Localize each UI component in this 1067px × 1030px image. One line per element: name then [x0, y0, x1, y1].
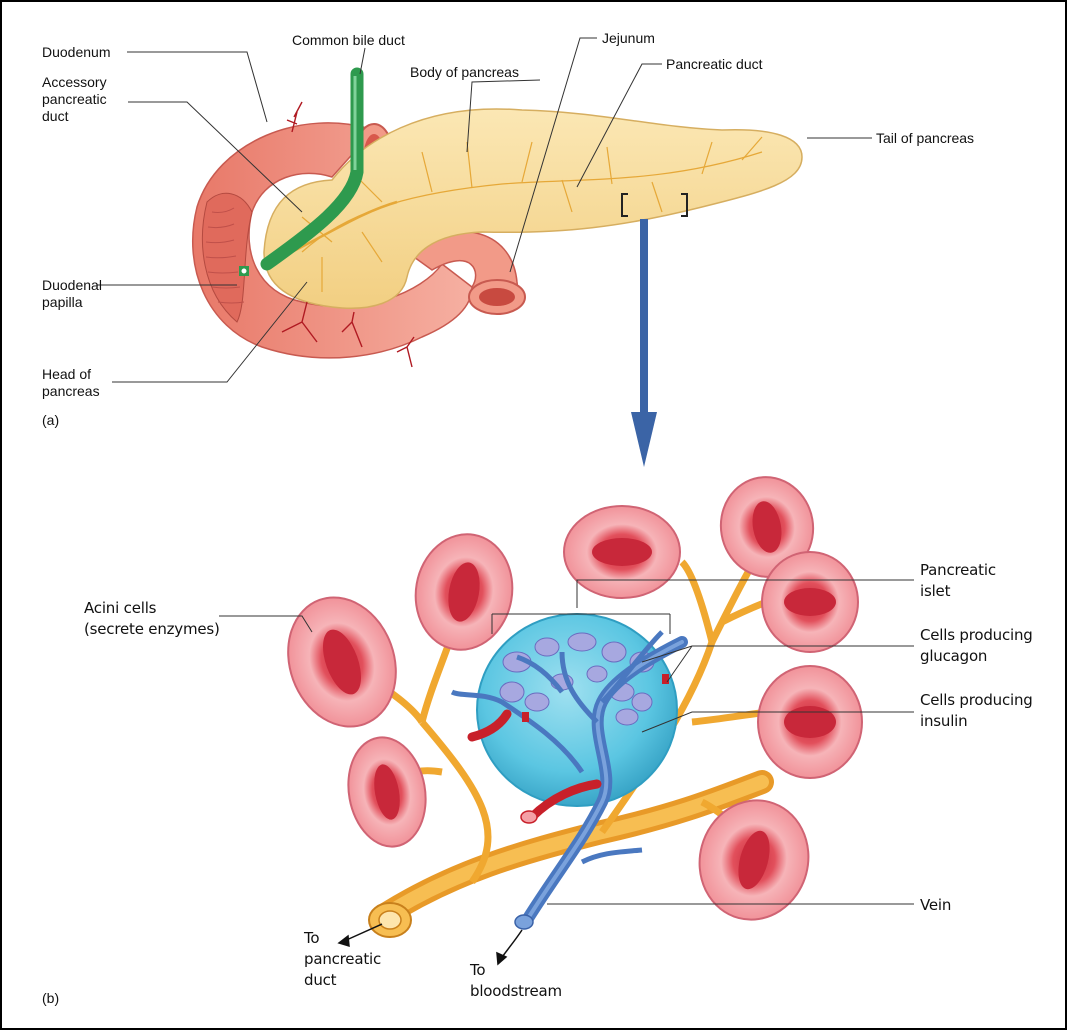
- zoom-arrow: [631, 219, 657, 467]
- label-to-bloodstream: To bloodstream: [470, 960, 562, 1002]
- panel-tag-a: (a): [42, 412, 59, 429]
- label-to-pancreatic-duct: To pancreatic duct: [304, 928, 381, 991]
- label-head-of-pancreas: Head of pancreas: [42, 366, 100, 400]
- label-duodenal-papilla: Duodenal papilla: [42, 277, 102, 311]
- label-cells-producing-glucagon: Cells producing glucagon: [920, 625, 1033, 667]
- label-body-of-pancreas: Body of pancreas: [410, 64, 519, 81]
- label-pancreatic-islet: Pancreatic islet: [920, 560, 996, 602]
- label-common-bile-duct: Common bile duct: [292, 32, 405, 49]
- label-jejunum: Jejunum: [602, 30, 655, 47]
- label-tail-of-pancreas: Tail of pancreas: [876, 130, 974, 147]
- panel-tag-b: (b): [42, 990, 59, 1007]
- label-pancreatic-duct: Pancreatic duct: [666, 56, 763, 73]
- label-cells-producing-insulin: Cells producing insulin: [920, 690, 1033, 732]
- label-vein: Vein: [920, 895, 951, 916]
- label-acini-cells: Acini cells (secrete enzymes): [84, 598, 220, 640]
- label-accessory-pancreatic-duct: Accessory pancreatic duct: [42, 74, 107, 125]
- label-duodenum: Duodenum: [42, 44, 111, 61]
